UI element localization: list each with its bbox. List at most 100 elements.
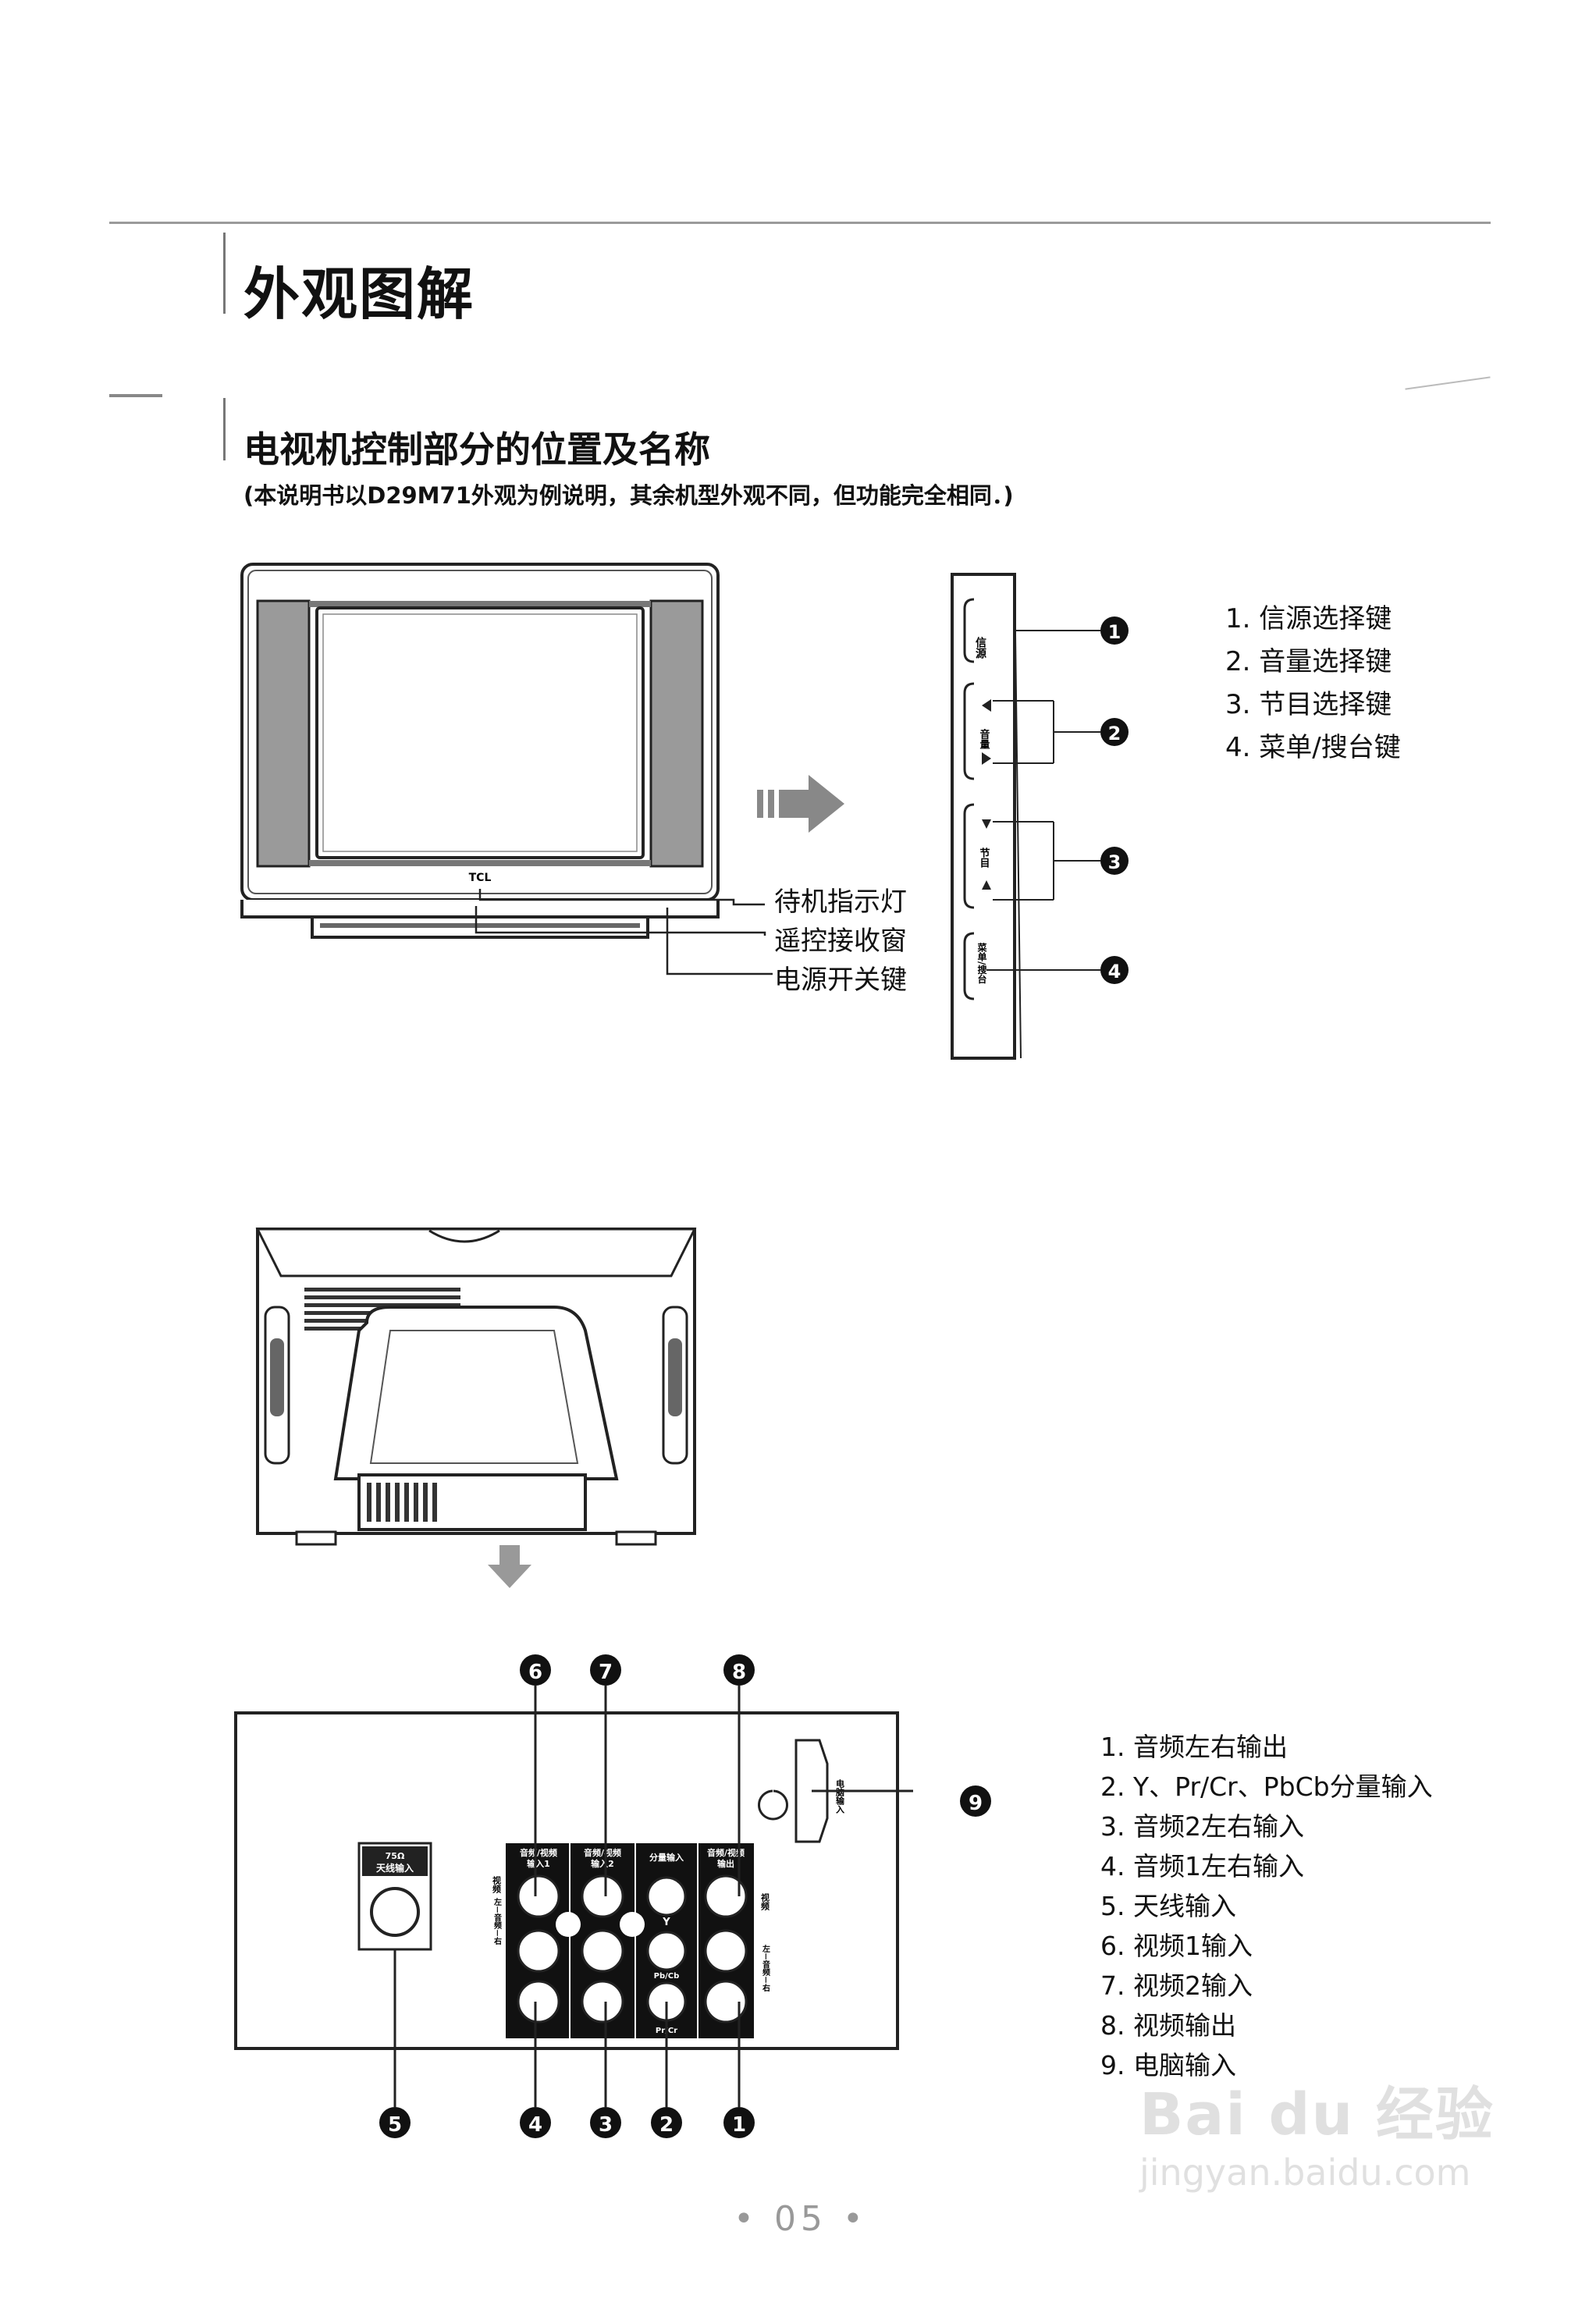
svg-text:输入1: 输入1 [527,1858,550,1869]
page-number: • 05 • [734,2199,868,2239]
svg-text:输入2: 输入2 [591,1858,614,1869]
jack-audio1-l [517,1929,560,1973]
jack-pb [646,1931,687,1971]
callout-6 [520,1654,551,1686]
svg-text:视频: 视频 [760,1892,770,1911]
callout-2b [651,2107,682,2138]
side-legend-item: 2. 音量选择键 [1225,646,1392,677]
rear-legend-item: 6. 视频1输入 [1100,1931,1253,1961]
side-legend-item: 4. 菜单/搜台键 [1225,732,1401,763]
svg-text:5: 5 [388,2113,402,2137]
svg-text:视频: 视频 [492,1875,502,1894]
rear-legend-item: 8. 视频输出 [1100,2010,1236,2041]
ch-down-icon [982,819,991,829]
decor-stroke [1405,376,1491,390]
jack-audio2-r [581,1980,624,2024]
callout-4 [1100,956,1129,984]
rear-legend-item: 3. 音频2左右输入 [1100,1811,1304,1842]
callout-8 [723,1654,755,1686]
svg-text:音频/视频: 音频/视频 [707,1847,745,1858]
callout-5 [379,2107,411,2138]
svg-text:9: 9 [969,1792,983,1815]
svg-text:左－音频－右: 左－音频－右 [761,1944,771,1992]
svg-text:7: 7 [599,1661,613,1684]
left-speaker-grille [256,599,311,868]
arrow-down-icon [488,1565,531,1588]
baidu-watermark: Bai du 经验 jingyan.baidu.com [1139,2068,1495,2194]
label-power-switch: 电源开关键 [774,965,907,996]
tv-rear-diagram [255,1228,697,1588]
channel-btn-label: 节目 [978,847,990,869]
jack-audio-out-r [704,1980,748,2024]
brand-logo: TCL [469,872,492,884]
menu-btn-label: 菜单/搜台 [976,942,987,984]
jack-video1-in [517,1874,560,1918]
svg-text:4: 4 [1108,961,1121,982]
callout-3b [590,2107,621,2138]
arrow-right-icon [809,775,844,833]
title-vertical-bar [223,233,226,314]
rear-legend-item: 2. Y、Pr/Cr、PbCb分量输入 [1100,1771,1433,1802]
watermark-brand: Bai du 经验 [1139,2081,1495,2148]
side-control-panel: 信源 音量 节目 菜单/搜台 1 2 3 4 [951,573,1129,1060]
callout-1b [723,2107,755,2138]
callout-9: 9 [960,1785,991,1817]
jack-video-out [704,1874,748,1918]
svg-text:3: 3 [1108,851,1121,873]
label-standby-indicator: 待机指示灯 [774,887,907,918]
svg-text:Y: Y [662,1917,670,1928]
svg-text:Pb/Cb: Pb/Cb [654,1972,680,1981]
watermark-url: jingyan.baidu.com [1139,2151,1471,2194]
top-rule [109,222,1491,224]
volume-button [963,682,975,780]
rear-legend-item: 1. 音频左右输出 [1100,1732,1288,1762]
svg-text:左－音频－右: 左－音频－右 [492,1897,503,1945]
svg-text:天线输入: 天线输入 [376,1862,414,1874]
jack-y [646,1876,687,1917]
svg-text:3: 3 [599,2113,613,2137]
side-legend-item: 3. 节目选择键 [1225,689,1392,720]
menu-button [963,932,975,1000]
subsection-dash [109,394,162,397]
svg-text:1: 1 [1108,621,1121,643]
vol-right-icon [982,752,991,765]
svg-text:6: 6 [528,1661,542,1684]
rear-legend-item: 5. 天线输入 [1100,1891,1236,1921]
source-btn-label: 信源 [974,636,986,659]
svg-text:4: 4 [528,2113,542,2137]
jack-audio1-r [517,1980,560,2024]
source-button [963,598,975,663]
rear-legend-item: 9. 电脑输入 [1100,2050,1236,2080]
tv-screen [315,606,645,859]
vol-left-icon [982,699,991,712]
tv-front-diagram: TCL [240,563,844,975]
svg-text:8: 8 [732,1661,746,1684]
side-legend-item: 1. 信源选择键 [1225,603,1392,634]
svg-text:输出: 输出 [717,1858,734,1869]
callout-1 [1100,616,1129,645]
model-note: (本说明书以D29M71外观为例说明，其余机型外观不同，但功能完全相同．) [243,482,1014,509]
subsection-title: 电视机控制部分的位置及名称 [243,428,710,471]
antenna-jack [370,1887,420,1937]
jack-audio2-l [581,1929,624,1973]
svg-text:1: 1 [732,2113,746,2137]
callout-7 [590,1654,621,1686]
ch-up-icon [982,880,991,890]
subsection-vertical-bar [223,398,226,460]
channel-button [963,803,975,909]
svg-text:2: 2 [1108,723,1121,744]
volume-btn-label: 音量 [978,728,990,750]
jack-audio-out-l [704,1929,748,1973]
side-legend: 1. 信源选择键 2. 音量选择键 3. 节目选择键 4. 菜单/搜台键 [1225,598,1401,769]
rear-legend: 1. 音频左右输出 2. Y、Pr/Cr、PbCb分量输入 3. 音频2左右输入… [1100,1727,1433,2085]
label-remote-receiver: 遥控接收窗 [774,926,907,957]
section-title: 外观图解 [243,261,475,327]
rear-legend-item: 4. 音频1左右输入 [1100,1851,1304,1881]
callout-3 [1100,847,1129,875]
callout-2 [1100,718,1129,746]
svg-text:分量输入: 分量输入 [649,1852,684,1863]
svg-text:音频/视频: 音频/视频 [584,1847,621,1858]
rear-legend-item: 7. 视频2输入 [1100,1970,1253,2001]
callout-4b [520,2107,551,2138]
jack-video2-in [581,1874,624,1918]
